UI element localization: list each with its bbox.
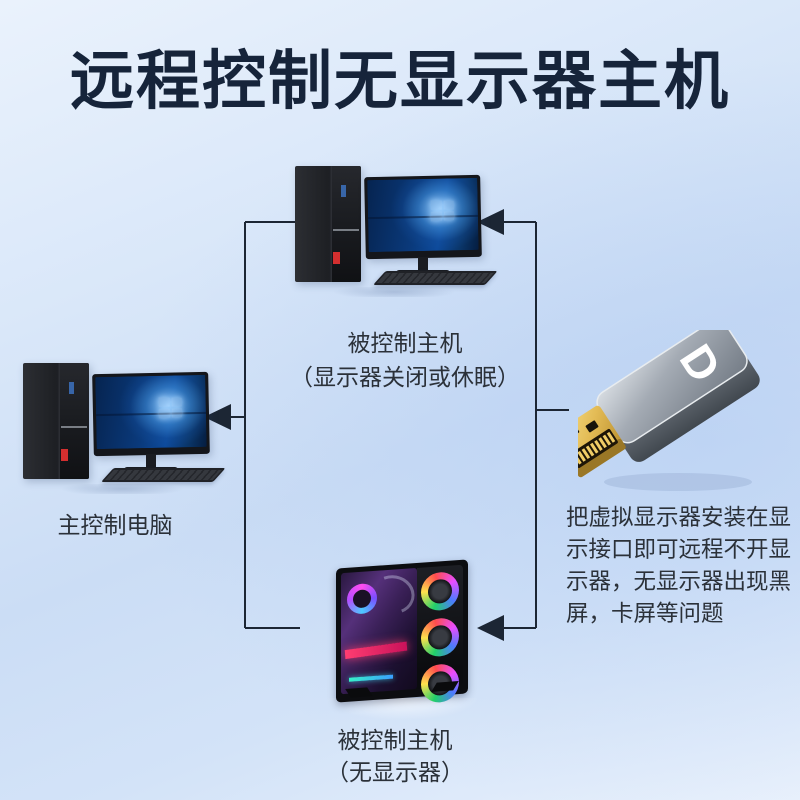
monitor-screen <box>95 374 207 450</box>
keyboard <box>373 271 498 285</box>
pc-case <box>336 559 468 704</box>
arrowhead-left-icon <box>204 404 231 430</box>
gpu-glow <box>344 641 408 660</box>
monitor-stand <box>146 454 156 469</box>
headless-host-label: 被控制主机 （无显示器） <box>326 727 464 785</box>
brand-badge <box>61 448 69 461</box>
controlled-host-label: 被控制主机 （显示器关闭或休眠） <box>290 330 520 390</box>
arrowhead-left-icon <box>477 615 504 641</box>
keyboard <box>101 468 226 482</box>
controlled-host-with-monitor-image <box>285 158 500 297</box>
pc-tower <box>295 166 361 282</box>
arrowhead-left-icon <box>477 209 504 235</box>
windows-logo-icon <box>158 396 182 418</box>
brand-badge <box>333 251 341 264</box>
glass-side-panel <box>341 567 417 695</box>
monitor <box>92 371 210 457</box>
floor-reflection <box>300 698 504 728</box>
rgb-fan-icon <box>421 617 459 658</box>
rgb-fan-icon <box>421 571 459 612</box>
monitor-stand <box>418 257 428 272</box>
master-computer-label: 主控制电脑 <box>57 512 173 538</box>
front-panel <box>417 564 463 704</box>
shadow <box>309 287 479 297</box>
shadow <box>37 484 207 494</box>
page-title: 远程控制无显示器主机 <box>70 45 730 117</box>
monitor <box>364 174 482 260</box>
dp-virtual-display-adapter-image: D <box>578 330 760 491</box>
pc-tower <box>23 363 89 479</box>
monitor-screen <box>367 177 479 253</box>
adapter-note: 把虚拟显示器安装在显 示接口即可远程不开显 示器，无显示器出现黑 屏，卡屏等问题 <box>566 505 792 626</box>
master-computer-image <box>13 355 228 494</box>
headless-host-image <box>300 554 504 728</box>
windows-logo-icon <box>430 199 454 221</box>
